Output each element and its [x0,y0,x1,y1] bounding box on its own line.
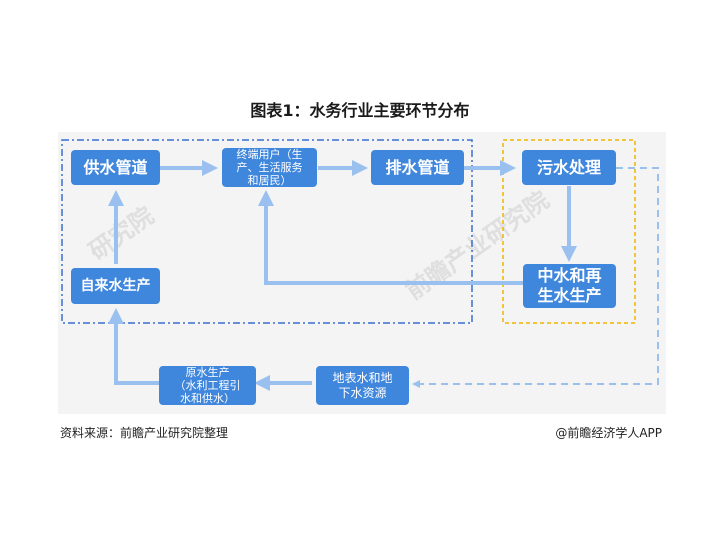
arrow-sewage-to-resources [412,167,659,388]
node-water-resources: 地表水和地 下水资源 [316,366,409,405]
credit-note: @前瞻经济学人APP [555,426,662,440]
node-end-users: 终端用户（生 产、生活服务 和居民） [222,148,317,187]
source-note: 资料来源：前瞻产业研究院整理 [60,426,229,440]
node-reclaimed-water: 中水和再 生水生产 [523,264,616,308]
node-drainage-pipeline: 排水管道 [371,150,464,185]
figure-title: 图表1：水务行业主要环节分布 [250,101,470,120]
arrow-reclaimed-to-users [258,190,523,285]
water-supply-and-drainage-boundary [61,139,473,324]
node-raw-water-production: 原水生产 （水利工程引 水和供水） [159,366,256,405]
node-tap-water-production: 自来水生产 [71,268,160,304]
arrow-raw-to-tap [108,308,160,385]
node-water-supply-pipeline: 供水管道 [71,150,160,185]
sewage-treatment-boundary [502,139,636,324]
node-sewage-treatment: 污水处理 [522,150,616,185]
